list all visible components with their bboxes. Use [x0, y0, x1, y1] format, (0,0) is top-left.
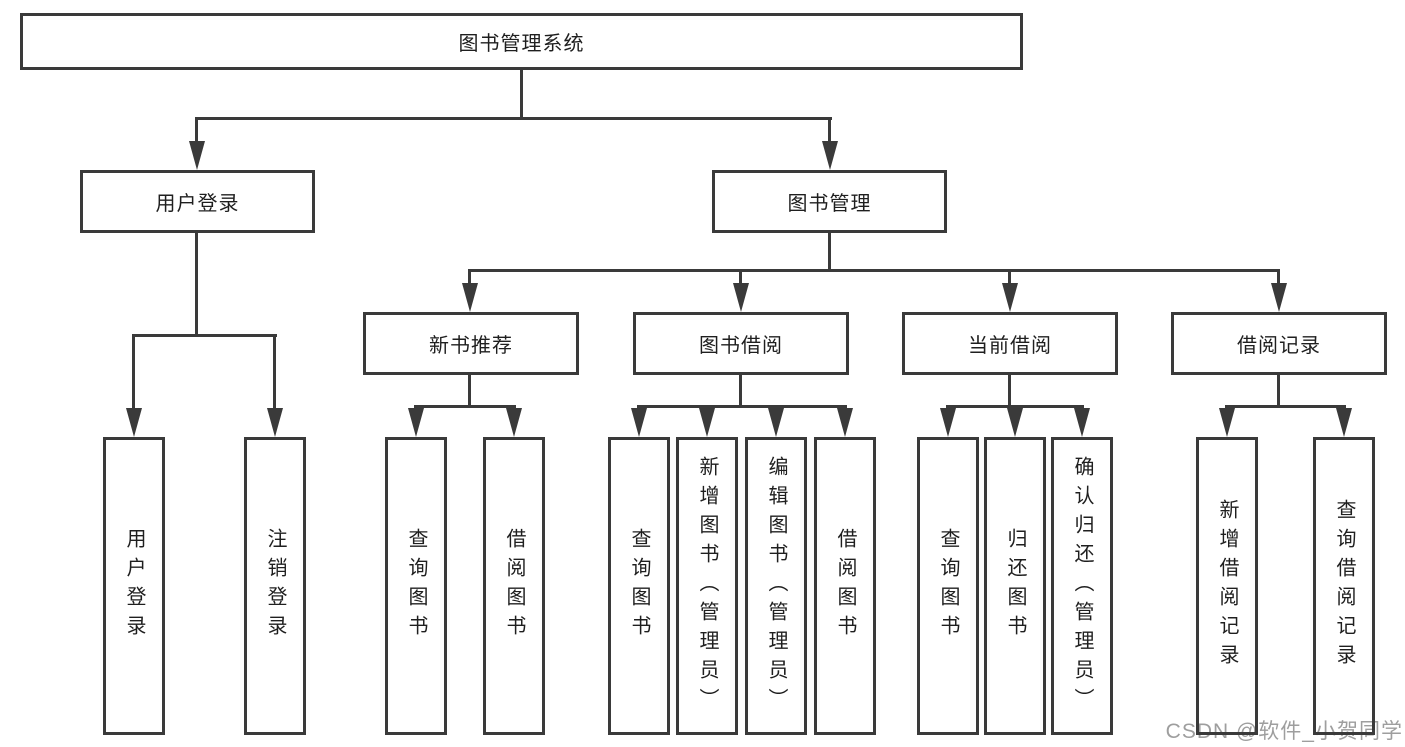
node-book-management-label: 图书管理 [787, 193, 872, 215]
connector-line [273, 334, 276, 412]
leaf-logout: 注销登录 [244, 437, 306, 735]
connector-arrowhead [1219, 408, 1235, 437]
connector-line [468, 375, 471, 408]
node-book-borrowing-label: 图书借阅 [699, 335, 783, 357]
connector-line [195, 233, 198, 335]
connector-arrowhead [506, 408, 522, 437]
leaf-query-books-recommend: 查询图书 [385, 437, 447, 735]
leaf-return-book-label: 归还图书 [1004, 528, 1026, 644]
leaf-query-books-recommend-label: 查询图书 [405, 528, 427, 644]
connector-line [195, 117, 198, 143]
connector-arrowhead [733, 283, 749, 312]
csdn-watermark: CSDN @软件_小贺同学 [1165, 720, 1403, 743]
connector-arrowhead [822, 141, 838, 170]
node-root-label: 图书管理系统 [458, 33, 585, 55]
connector-arrowhead [267, 408, 283, 437]
node-new-book-recommend-label: 新书推荐 [429, 335, 513, 357]
node-current-borrowing-label: 当前借阅 [968, 335, 1052, 357]
leaf-user-login: 用户登录 [103, 437, 165, 735]
leaf-confirm-return-admin-label: 确认归还（管理员） [1071, 455, 1093, 717]
node-book-borrowing: 图书借阅 [633, 312, 849, 375]
connector-bus [637, 405, 847, 408]
connector-line [739, 269, 742, 287]
connector-arrowhead [1007, 408, 1023, 437]
connector-line [520, 70, 523, 118]
node-root: 图书管理系统 [20, 13, 1023, 70]
leaf-add-book-admin: 新增图书（管理员） [676, 437, 738, 735]
connector-line [828, 233, 831, 272]
connector-line [1277, 269, 1280, 287]
connector-line [132, 334, 135, 412]
leaf-query-borrow-record: 查询借阅记录 [1313, 437, 1375, 735]
leaf-borrow-books-recommend-label: 借阅图书 [503, 528, 525, 644]
leaf-query-books-current-label: 查询图书 [937, 528, 959, 644]
connector-arrowhead [408, 408, 424, 437]
connector-line [739, 375, 742, 408]
leaf-edit-book-admin: 编辑图书（管理员） [745, 437, 807, 735]
connector-arrowhead [1336, 408, 1352, 437]
connector-arrowhead [189, 141, 205, 170]
connector-bus [195, 117, 832, 120]
leaf-return-book: 归还图书 [984, 437, 1046, 735]
connector-arrowhead [768, 408, 784, 437]
connector-arrowhead [1074, 408, 1090, 437]
node-book-management: 图书管理 [712, 170, 947, 233]
connector-arrowhead [940, 408, 956, 437]
connector-arrowhead [837, 408, 853, 437]
leaf-query-books-borrowing: 查询图书 [608, 437, 670, 735]
leaf-borrow-books-borrowing-label: 借阅图书 [834, 528, 856, 644]
node-borrowing-records-label: 借阅记录 [1237, 335, 1321, 357]
leaf-user-login-label: 用户登录 [123, 528, 145, 644]
node-user-login: 用户登录 [80, 170, 315, 233]
leaf-add-borrow-record: 新增借阅记录 [1196, 437, 1258, 735]
leaf-edit-book-admin-label: 编辑图书（管理员） [765, 455, 787, 717]
connector-bus [468, 269, 1280, 272]
connector-arrowhead [1002, 283, 1018, 312]
connector-bus [414, 405, 516, 408]
leaf-logout-label: 注销登录 [264, 528, 286, 644]
connector-line [828, 117, 831, 143]
connector-bus [132, 334, 277, 337]
leaf-borrow-books-recommend: 借阅图书 [483, 437, 545, 735]
node-new-book-recommend: 新书推荐 [363, 312, 579, 375]
leaf-add-book-admin-label: 新增图书（管理员） [696, 455, 718, 717]
connector-arrowhead [699, 408, 715, 437]
connector-line [1008, 375, 1011, 408]
leaf-query-borrow-record-label: 查询借阅记录 [1333, 499, 1355, 673]
connector-line [1008, 269, 1011, 287]
connector-bus [1225, 405, 1346, 408]
connector-arrowhead [462, 283, 478, 312]
connector-line [1277, 375, 1280, 408]
leaf-add-borrow-record-label: 新增借阅记录 [1216, 499, 1238, 673]
node-borrowing-records: 借阅记录 [1171, 312, 1387, 375]
leaf-confirm-return-admin: 确认归还（管理员） [1051, 437, 1113, 735]
node-user-login-label: 用户登录 [155, 193, 240, 215]
connector-arrowhead [126, 408, 142, 437]
leaf-query-books-current: 查询图书 [917, 437, 979, 735]
leaf-borrow-books-borrowing: 借阅图书 [814, 437, 876, 735]
connector-arrowhead [631, 408, 647, 437]
node-current-borrowing: 当前借阅 [902, 312, 1118, 375]
connector-arrowhead [1271, 283, 1287, 312]
connector-line [468, 269, 471, 287]
connector-bus [946, 405, 1084, 408]
leaf-query-books-borrowing-label: 查询图书 [628, 528, 650, 644]
